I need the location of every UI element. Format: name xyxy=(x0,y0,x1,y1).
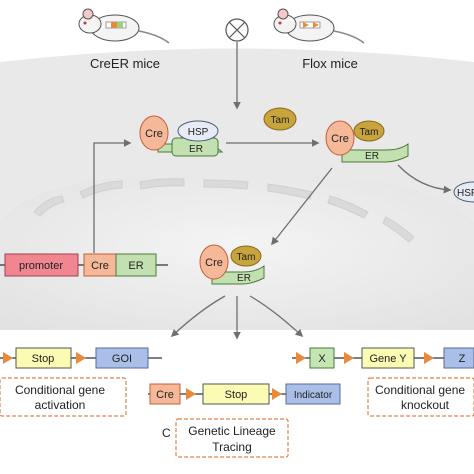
complex-nuclear: Cre Tam ER xyxy=(199,244,265,285)
cross-icon xyxy=(225,18,249,42)
hsp-released-label: HSP xyxy=(457,188,474,199)
tracing-caption-line1: Genetic Lineage xyxy=(188,424,276,438)
complex-cre-tam-er: Cre Tam ER xyxy=(325,120,409,163)
complex1-hsp-label: HSP xyxy=(188,127,209,138)
loxp-triangle xyxy=(296,352,306,364)
goi-label: GOI xyxy=(112,353,132,365)
loxp-triangle xyxy=(76,352,86,364)
creer-mouse xyxy=(78,8,170,44)
flox-mouse xyxy=(273,8,365,44)
arrow-transgene-to-complex xyxy=(93,139,132,253)
tracing-construct: Cre Stop Indicator xyxy=(148,383,341,405)
z-label: Z xyxy=(459,353,466,365)
activation-caption-line2: activation xyxy=(35,398,86,412)
arrow-hsp-release xyxy=(397,164,452,194)
activation-stop-label: Stop xyxy=(32,353,55,365)
knockout-construct: X Gene Y Z xyxy=(292,347,474,369)
panel-letter-c: C xyxy=(162,426,171,440)
creer-mice-label: CreER mice xyxy=(90,56,160,71)
loxp-triangle xyxy=(186,388,196,400)
indicator-box xyxy=(285,383,341,405)
x-box xyxy=(309,347,335,369)
gene-y-box xyxy=(361,347,415,369)
transgene-er-label: ER xyxy=(128,260,143,272)
complex1-er-label: ER xyxy=(189,144,203,155)
tracing-caption-line2: Tracing xyxy=(212,440,252,454)
tracing-cre-label: Cre xyxy=(156,389,174,401)
gene-y-label: Gene Y xyxy=(369,353,407,365)
complex2-tam-label: Tam xyxy=(360,127,379,138)
goi-box xyxy=(95,347,149,369)
arrow-branch-left xyxy=(170,295,226,338)
arrow-into-nucleus xyxy=(271,167,333,246)
tracing-caption-box xyxy=(175,418,289,458)
x-label: X xyxy=(318,353,326,365)
tracing-stop-box xyxy=(202,383,270,405)
hsp-released: HSP xyxy=(453,181,474,203)
tam-free: Tam xyxy=(263,107,297,131)
promoter-box xyxy=(4,253,79,277)
complex3-cre-label: Cre xyxy=(205,257,223,269)
z-box xyxy=(443,347,474,369)
arrow-branch-right xyxy=(249,295,304,338)
loxp-triangle xyxy=(3,352,13,364)
activation-stop-box xyxy=(15,347,72,369)
complex3-tam-label: Tam xyxy=(237,252,256,263)
transgene-construct: promoter Cre ER xyxy=(0,253,168,277)
tracing-cre-box xyxy=(149,383,181,405)
activation-caption-box xyxy=(0,377,127,417)
complex-cre-hsp-er: Cre HSP ER xyxy=(139,115,224,157)
complex2-er-label: ER xyxy=(365,151,379,162)
transgene-cre-label: Cre xyxy=(91,260,109,272)
complex1-cre-label: Cre xyxy=(145,128,163,140)
activation-caption-line1: Conditional gene xyxy=(15,383,105,397)
loxp-triangle xyxy=(272,388,282,400)
complex2-cre-label: Cre xyxy=(331,133,349,145)
tracing-stop-label: Stop xyxy=(225,389,248,401)
flox-mice-label: Flox mice xyxy=(302,56,358,71)
transgene-er-box xyxy=(115,253,157,277)
activation-construct: Stop GOI xyxy=(0,347,162,369)
complex3-er-label: ER xyxy=(237,273,251,284)
knockout-caption-box xyxy=(367,377,474,417)
nuclear-envelope xyxy=(33,178,415,243)
loxp-triangle xyxy=(344,352,354,364)
promoter-label: promoter xyxy=(19,260,63,272)
indicator-label: Indicator xyxy=(294,390,333,401)
knockout-caption-line1: Conditional gene xyxy=(375,383,465,397)
tam-free-label: Tam xyxy=(271,115,290,126)
knockout-caption-line2: knockout xyxy=(401,398,450,412)
loxp-triangle xyxy=(424,352,434,364)
